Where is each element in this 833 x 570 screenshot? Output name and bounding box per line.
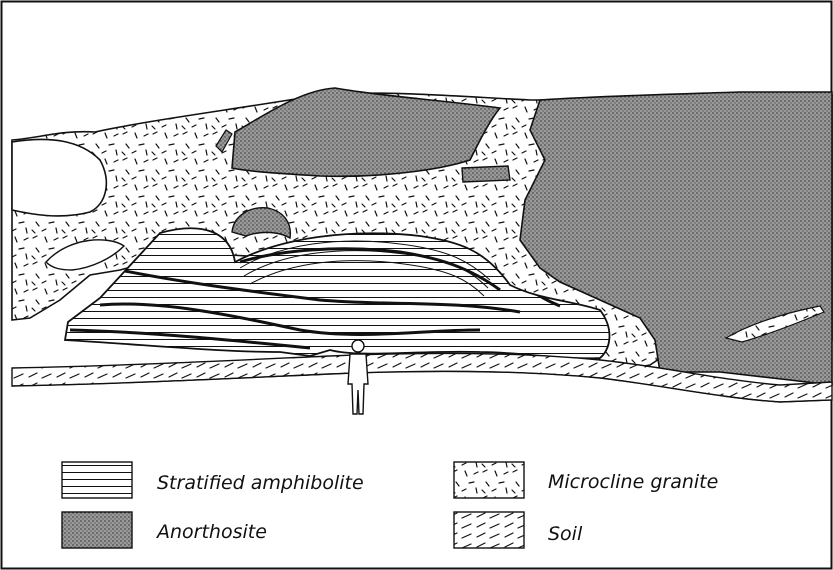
legend-label-microcline-granite: Microcline granite — [548, 471, 718, 493]
legend-label-stratified-amphibolite: Stratified amphibolite — [157, 472, 364, 494]
legend-swatch-soil — [454, 512, 524, 548]
legend-item-soil: Soil — [454, 512, 583, 548]
legend-item-microcline-granite: Microcline granite — [454, 462, 718, 498]
anorthosite-inclusion-small — [462, 166, 510, 182]
legend: Stratified amphibolite Anorthosite Micro… — [62, 462, 718, 548]
legend-label-soil: Soil — [548, 523, 583, 545]
legend-swatch-microcline-granite — [454, 462, 524, 498]
cross-section — [12, 88, 832, 414]
legend-label-anorthosite: Anorthosite — [155, 521, 267, 543]
legend-item-stratified-amphibolite: Stratified amphibolite — [62, 462, 364, 498]
legend-swatch-stratified-amphibolite — [62, 462, 132, 498]
legend-swatch-anorthosite — [62, 512, 132, 548]
legend-item-anorthosite: Anorthosite — [62, 512, 267, 548]
